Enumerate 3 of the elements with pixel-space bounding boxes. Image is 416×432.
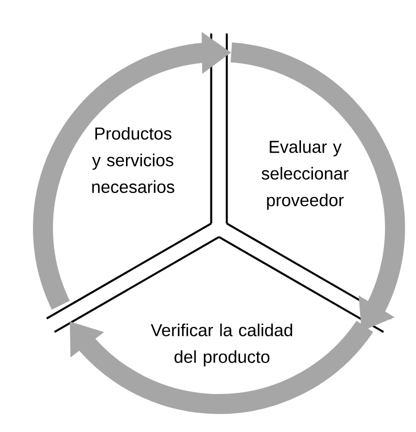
curved-arrow [70, 320, 373, 414]
sector: Productos y servicios necesarios [46, 34, 212, 320]
sector: Evaluar y seleccionar proveedor [226, 34, 392, 320]
